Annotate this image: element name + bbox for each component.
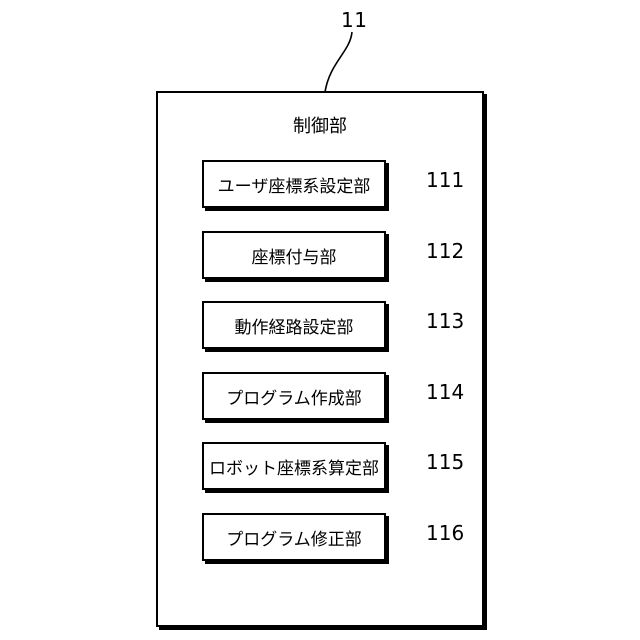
block-ref-111: 111	[426, 168, 464, 192]
block-program-correction: プログラム修正部	[202, 513, 386, 561]
control-unit-title: 制御部	[156, 112, 484, 138]
block-ref-114: 114	[426, 380, 464, 404]
block-motion-path-setting: 動作経路設定部	[202, 301, 386, 349]
block-user-coordinate-setting: ユーザ座標系設定部	[202, 160, 386, 208]
figure-reference-label: 11	[341, 8, 367, 32]
block-ref-116: 116	[426, 521, 464, 545]
block-program-creation: プログラム作成部	[202, 372, 386, 420]
block-ref-113: 113	[426, 309, 464, 333]
leader-line-11	[325, 32, 352, 92]
block-ref-112: 112	[426, 239, 464, 263]
block-ref-115: 115	[426, 450, 464, 474]
block-coordinate-assignment: 座標付与部	[202, 231, 386, 279]
block-robot-coordinate-calculation: ロボット座標系算定部	[202, 442, 386, 490]
